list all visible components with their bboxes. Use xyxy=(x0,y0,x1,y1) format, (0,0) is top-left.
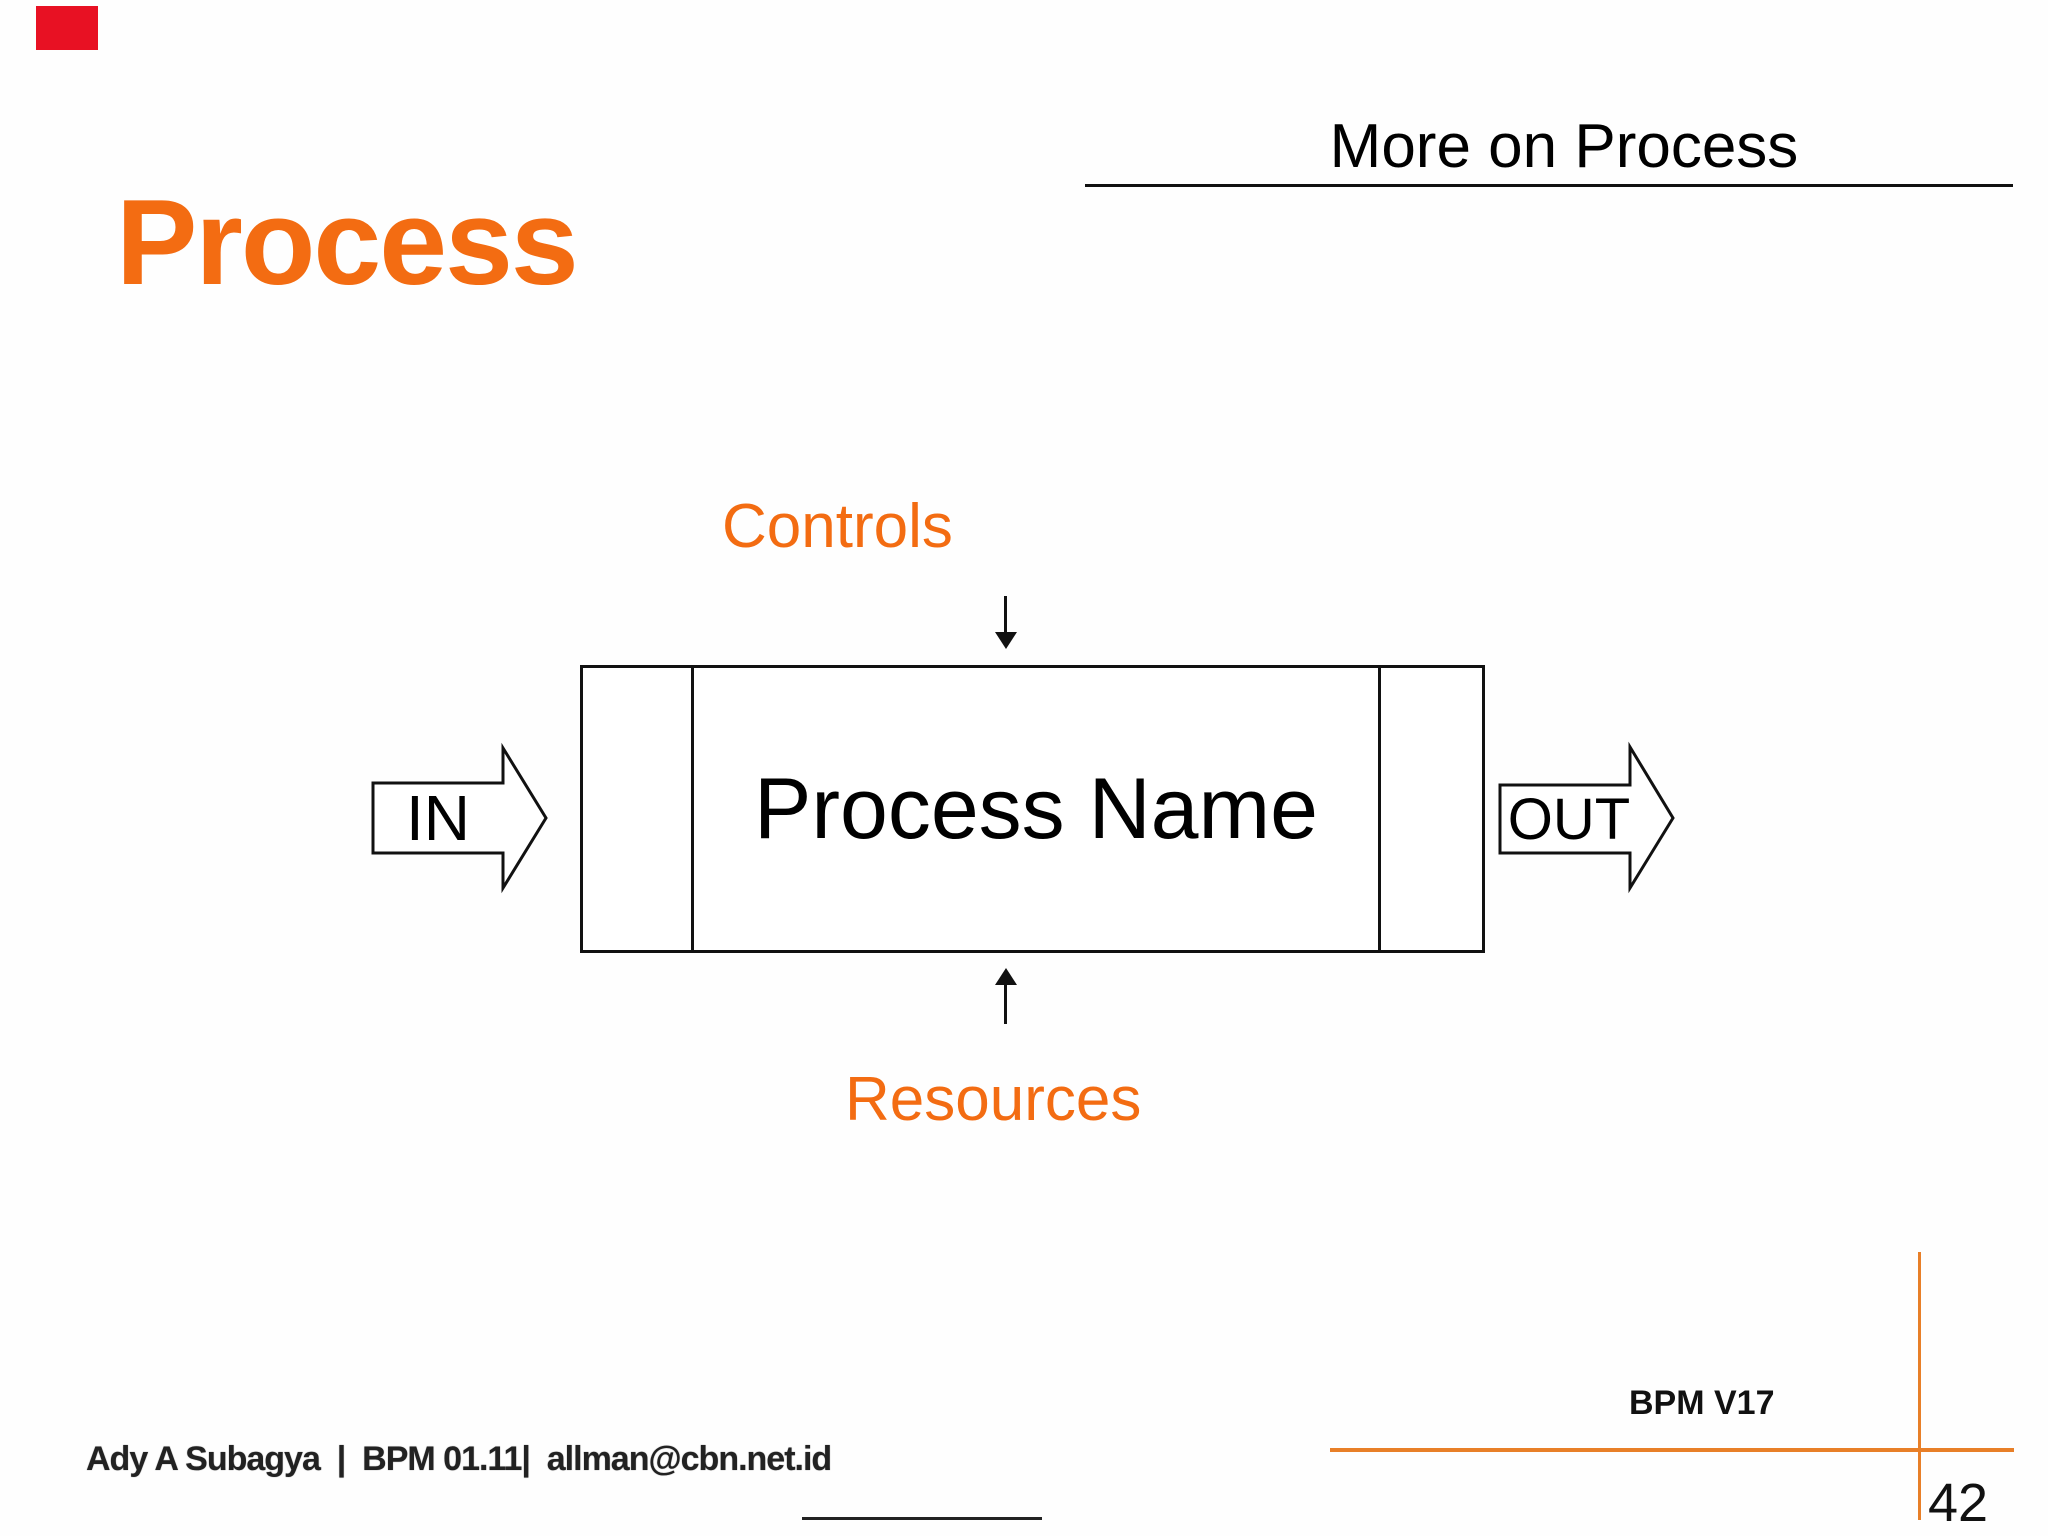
process-box-right-divider xyxy=(1378,668,1381,950)
footer-horizontal-line xyxy=(1330,1448,2014,1452)
process-box-left-divider xyxy=(691,668,694,950)
author-footer: Ady A Subagya | BPM 01.11| allman@cbn.ne… xyxy=(86,1440,832,1478)
controls-label: Controls xyxy=(722,492,953,561)
process-name-label: Process Name xyxy=(754,760,1318,857)
header-label: More on Process xyxy=(1329,112,1799,181)
bottom-center-line xyxy=(802,1517,1042,1520)
footer-vertical-line xyxy=(1918,1252,1921,1520)
resources-arrow-line xyxy=(1004,984,1007,1024)
process-box: Process Name xyxy=(580,665,1485,953)
in-block-arrow xyxy=(371,742,548,894)
controls-arrow-line xyxy=(1004,596,1007,634)
out-block-arrow xyxy=(1498,741,1675,894)
out-label: OUT xyxy=(1507,786,1631,852)
slide-title: Process xyxy=(116,174,579,310)
header-underline xyxy=(1085,184,2013,187)
resources-label: Resources xyxy=(845,1065,1142,1134)
resources-up-arrow-icon xyxy=(995,968,1017,985)
corner-accent-rect xyxy=(36,6,98,50)
in-label: IN xyxy=(406,782,470,854)
page-number: 42 xyxy=(1928,1473,1989,1533)
controls-down-arrow-icon xyxy=(995,632,1017,649)
version-label: BPM V17 xyxy=(1629,1384,1775,1422)
